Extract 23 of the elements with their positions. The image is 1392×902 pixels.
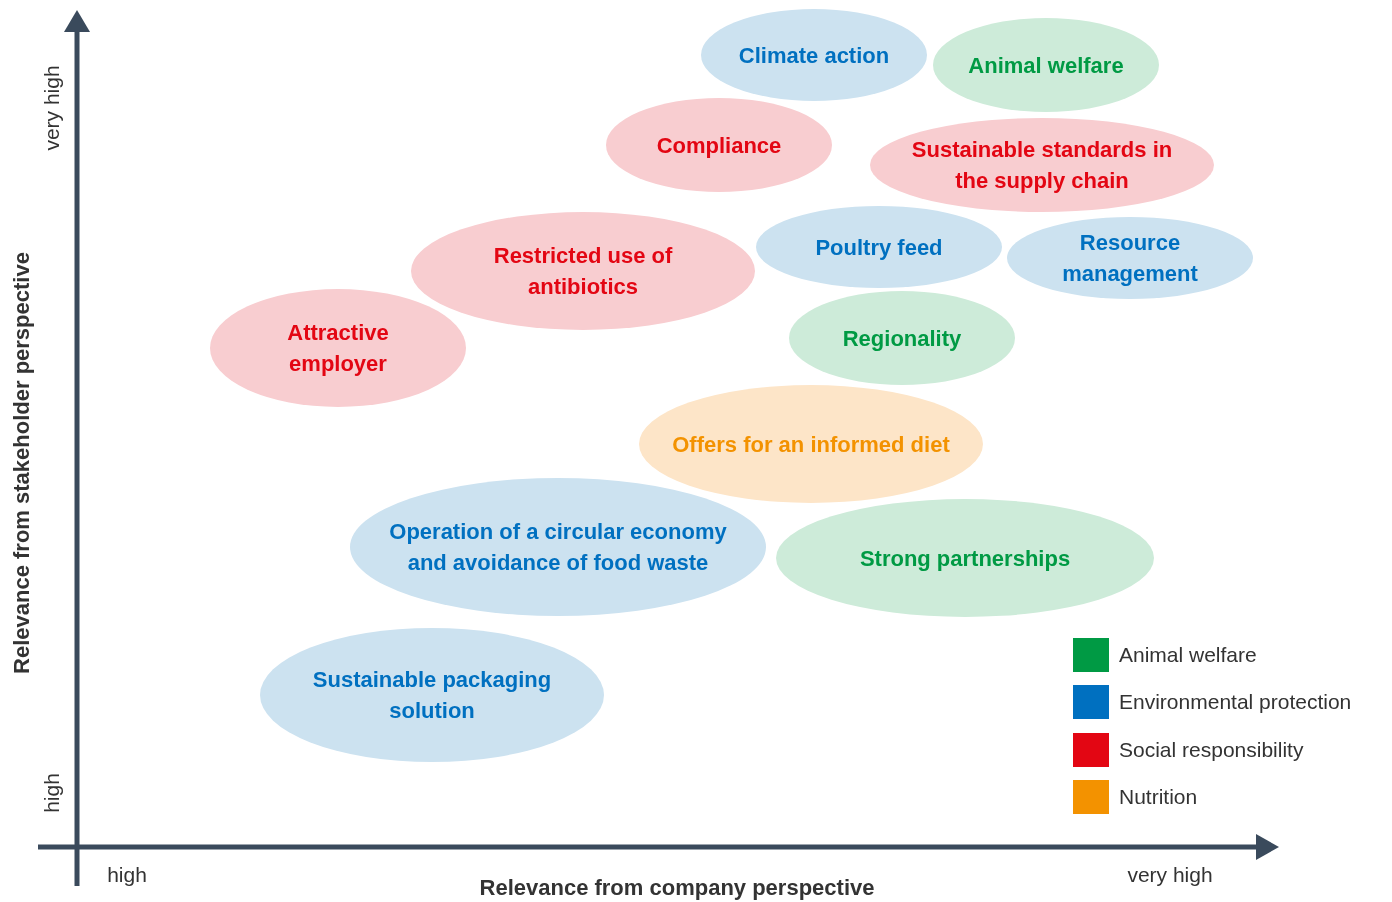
topic-ellipse: Animal welfare	[933, 18, 1159, 112]
axis-title: Relevance from stakeholder perspective	[9, 252, 35, 674]
axis-tick-label: very high	[1127, 863, 1213, 887]
axis-tick-label: high	[40, 773, 64, 813]
topic-ellipse: Offers for an informed diet	[639, 385, 983, 503]
legend-label: Nutrition	[1119, 784, 1198, 809]
legend-label: Environmental protection	[1119, 690, 1352, 715]
topic-ellipse: Regionality	[789, 291, 1015, 385]
topic-ellipse: Operation of a circular economy and avoidance of food waste	[350, 478, 766, 616]
legend-label: Social responsibility	[1119, 737, 1304, 762]
topic-ellipse: Attractive employer	[210, 289, 466, 407]
topic-ellipse: Poultry feed	[756, 206, 1002, 288]
legend-label: Animal welfare	[1119, 643, 1257, 667]
topic-ellipse: Compliance	[606, 98, 832, 192]
axis-title: Relevance from company perspective	[479, 875, 875, 901]
topic-ellipse: Restricted use of antibiotics	[411, 212, 755, 330]
topic-ellipse: Strong partnerships	[776, 499, 1154, 617]
topic-ellipse: Climate action	[701, 9, 927, 101]
topic-ellipse: Sustainable packaging solution	[260, 628, 604, 762]
topic-ellipse: Resource management	[1007, 217, 1253, 299]
topic-ellipse: Sustainable standards in the supply chain	[870, 118, 1214, 212]
axis-tick-label: very high	[40, 65, 64, 151]
axis-tick-label: high	[107, 863, 147, 887]
